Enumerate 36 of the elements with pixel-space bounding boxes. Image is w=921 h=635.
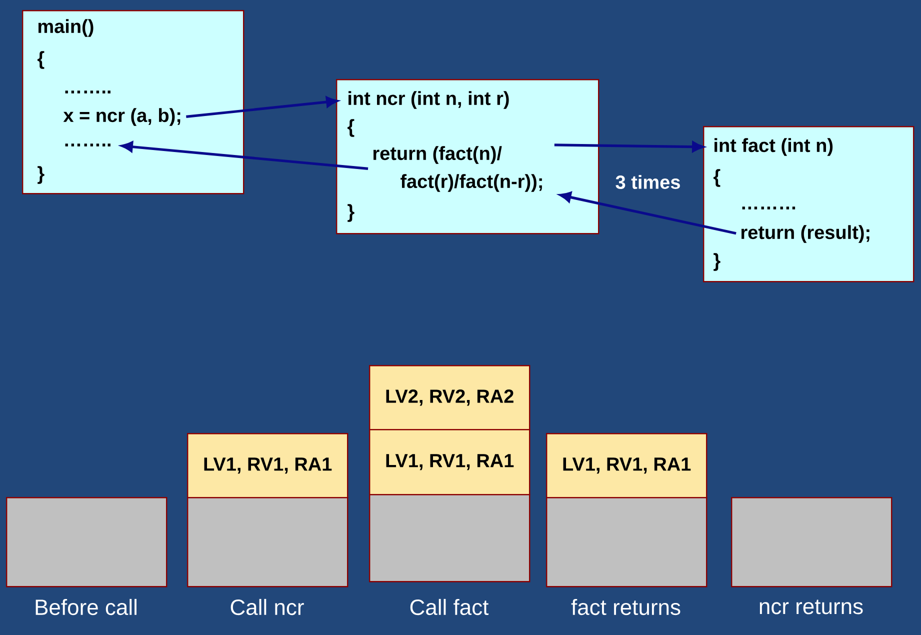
stack-base xyxy=(369,494,530,582)
code-line: int fact (int n) xyxy=(714,138,833,156)
arrow xyxy=(121,141,368,170)
stack-base xyxy=(6,497,168,588)
stack-base xyxy=(546,497,708,588)
stack-base xyxy=(731,497,892,588)
stack-base xyxy=(187,497,348,588)
stack-frame: LV2, RV2, RA2 xyxy=(369,365,530,430)
code-box xyxy=(336,79,600,234)
code-line: main() xyxy=(38,19,94,37)
code-line: { xyxy=(348,119,354,137)
code-line: ……… xyxy=(742,206,796,210)
code-line: return (fact(n)/ fact(r)/fact(n-r)); xyxy=(373,146,542,192)
node-label: ncr returns xyxy=(760,600,863,614)
stack-frame: LV1, RV1, RA1 xyxy=(546,433,708,498)
code-line: { xyxy=(38,51,44,69)
arrow xyxy=(186,96,338,118)
code-line: int ncr (int n, int r) xyxy=(348,91,509,109)
code-line: …….. xyxy=(65,144,110,146)
stack-frame: LV1, RV1, RA1 xyxy=(369,429,530,496)
code-line: } xyxy=(714,253,720,271)
code-line: } xyxy=(38,166,44,184)
arrow xyxy=(554,141,704,152)
code-line: x = ncr (a, b); xyxy=(63,108,180,126)
code-box xyxy=(22,10,244,194)
node-label: fact returns xyxy=(571,598,680,616)
node-label: Call fact xyxy=(410,598,489,616)
node-label: Call ncr xyxy=(230,598,304,616)
code-line: …….. xyxy=(65,90,110,94)
code-line: } xyxy=(348,204,354,222)
code-line: return (result); xyxy=(741,225,870,243)
note: 3 times xyxy=(616,175,680,189)
code-box xyxy=(703,126,914,282)
node-label: Before call xyxy=(36,598,136,616)
stack-frame: LV1, RV1, RA1 xyxy=(187,433,348,498)
code-line: { xyxy=(714,169,720,187)
